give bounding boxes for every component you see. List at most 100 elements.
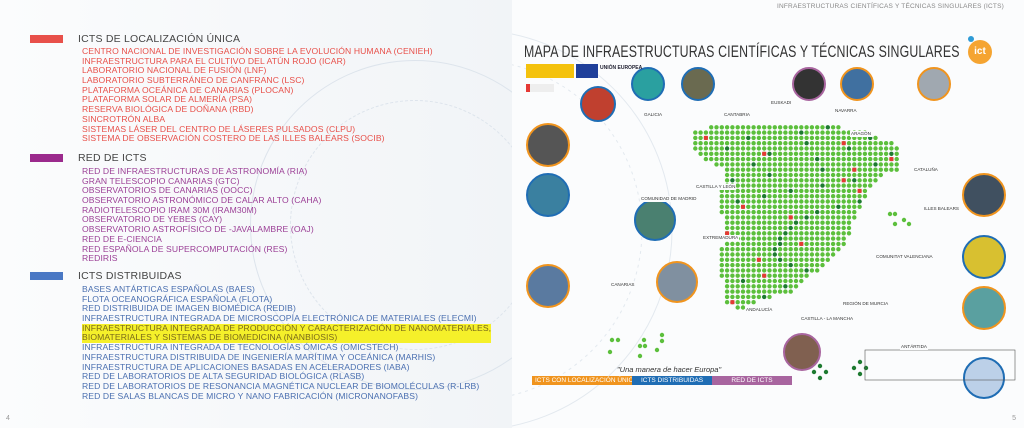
region-label: CATALUÑA	[913, 167, 939, 173]
region-label: EXTREMADURA	[702, 235, 740, 241]
map-dot	[889, 146, 894, 151]
map-dot	[772, 135, 777, 141]
map-dot	[751, 294, 756, 300]
map-dot	[788, 178, 793, 183]
map-dot	[793, 225, 799, 231]
list-item: SINCROTRÓN ALBA	[82, 113, 166, 124]
map-dot	[724, 156, 730, 162]
map-dot	[830, 220, 836, 225]
map-dot	[793, 231, 799, 236]
map-dot	[756, 167, 762, 172]
map-dot	[793, 284, 799, 289]
map-dot	[767, 278, 772, 284]
map-dot	[804, 199, 809, 204]
map-dot	[756, 241, 762, 247]
map-dot	[846, 183, 852, 188]
map-dot	[767, 209, 772, 215]
map-dot	[825, 178, 830, 183]
infrastructure-photo	[963, 357, 1005, 399]
map-dot	[857, 183, 862, 188]
map-dot	[799, 247, 804, 252]
map-dot	[788, 236, 793, 241]
map-dot	[830, 162, 836, 167]
map-dot	[767, 236, 772, 241]
map-dot	[788, 188, 793, 194]
map-dot	[714, 141, 719, 146]
map-dot	[820, 194, 825, 199]
map-dot	[756, 172, 762, 178]
map-dot	[719, 146, 724, 151]
map-dot	[777, 247, 783, 252]
map-dot	[735, 178, 740, 183]
map-dot	[740, 305, 746, 310]
map-dot	[799, 204, 804, 209]
map-dot	[730, 220, 735, 225]
map-dot	[735, 294, 740, 300]
map-dot	[735, 167, 740, 172]
map-dot	[799, 278, 804, 284]
map-dot	[730, 278, 735, 284]
map-dot	[746, 294, 751, 300]
map-dot	[746, 225, 751, 231]
map-dot	[852, 172, 857, 178]
antartida-box	[864, 349, 1016, 381]
map-dot	[751, 188, 756, 194]
map-dot	[777, 268, 783, 273]
map-dot	[830, 247, 836, 252]
map-dot	[830, 146, 836, 151]
map-dot	[730, 162, 735, 167]
map-dot	[815, 231, 820, 236]
map-dot	[772, 231, 777, 236]
map-dot	[719, 273, 724, 278]
map-dot	[799, 262, 804, 268]
map-dot	[783, 162, 788, 167]
map-dot	[841, 156, 846, 162]
map-dot	[730, 215, 735, 220]
map-dot	[751, 209, 756, 215]
map-dot	[746, 278, 751, 284]
map-dot	[756, 151, 762, 156]
infrastructure-photo	[526, 123, 570, 167]
map-dot	[830, 204, 836, 209]
map-dot	[756, 199, 762, 204]
map-dot	[841, 183, 846, 188]
infrastructure-photo	[962, 173, 1006, 217]
infrastructure-photo	[917, 67, 951, 101]
map-dot	[719, 199, 724, 204]
map-dot	[772, 194, 777, 199]
map-dot	[740, 141, 746, 146]
map-dot	[809, 172, 815, 178]
map-dot	[777, 183, 783, 188]
map-dot	[735, 215, 740, 220]
map-dot	[868, 151, 873, 156]
map-dot-antartida	[823, 369, 829, 375]
map-dot	[740, 220, 746, 225]
map-dot	[846, 194, 852, 199]
map-dot	[799, 130, 804, 135]
map-dot	[809, 146, 815, 151]
list-item: LABORATORIO SUBTERRÁNEO DE CANFRANC (LSC…	[82, 75, 305, 86]
map-dot	[804, 220, 809, 225]
map-dot	[783, 141, 788, 146]
map-dot	[751, 220, 756, 225]
map-dot	[746, 284, 751, 289]
map-dot	[825, 194, 830, 199]
map-dot	[751, 172, 756, 178]
map-dot	[762, 289, 767, 294]
map-dot	[799, 252, 804, 257]
map-dot	[740, 273, 746, 278]
map-dot	[751, 257, 756, 262]
list-item: GRAN TELESCOPIO CANARIAS (GTC)	[82, 175, 240, 186]
map-dot	[809, 257, 815, 262]
map-dot	[804, 215, 809, 220]
map-dot	[793, 194, 799, 199]
map-dot	[777, 273, 783, 278]
map-dot	[762, 236, 767, 241]
map-dot-canarias	[659, 338, 665, 344]
recovery-plan-logo	[526, 84, 554, 92]
map-dot	[777, 278, 783, 284]
map-dot	[809, 162, 815, 167]
map-dot	[772, 247, 777, 252]
map-dot	[788, 252, 793, 257]
map-dot	[772, 209, 777, 215]
